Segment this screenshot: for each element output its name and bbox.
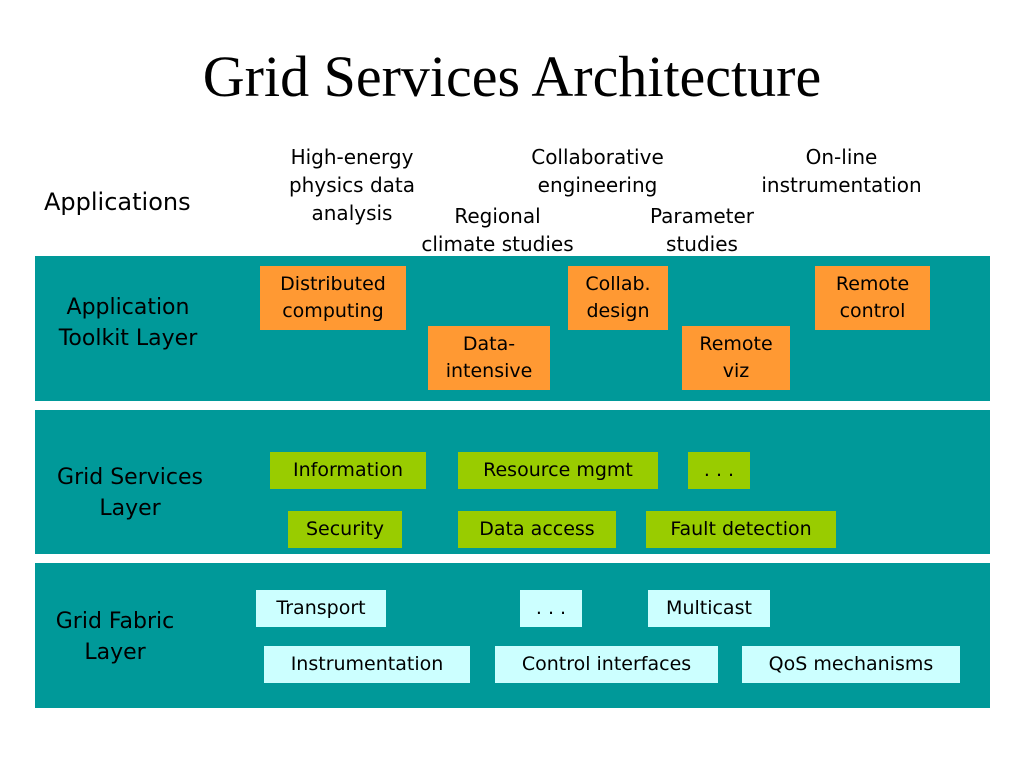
- app-collaborative-engineering: Collaborative engineering: [510, 143, 685, 199]
- app-regional-climate-studies: Regional climate studies: [405, 202, 590, 258]
- services-box-resource-mgmt: Resource mgmt: [458, 452, 658, 489]
- toolkit-box-data-intensive: Data- intensive: [428, 326, 550, 390]
- fabric-box-control-interfaces: Control interfaces: [495, 646, 718, 683]
- fabric-box-multicast: Multicast: [648, 590, 770, 627]
- services-box-fault-detection: Fault detection: [646, 511, 836, 548]
- fabric-box-transport: Transport: [256, 590, 386, 627]
- app-label-text: Regional climate studies: [421, 204, 574, 256]
- app-parameter-studies: Parameter studies: [632, 202, 772, 258]
- toolkit-box-remote-viz: Remote viz: [682, 326, 790, 390]
- app-online-instrumentation: On-line instrumentation: [744, 143, 939, 199]
- applications-label: Applications: [44, 188, 191, 216]
- fabric-layer-band: [35, 563, 990, 708]
- toolkit-box-collab-design: Collab. design: [568, 266, 668, 330]
- app-label-text: High-energy physics data analysis: [288, 145, 415, 225]
- services-box-information: Information: [270, 452, 426, 489]
- app-label-text: Collaborative engineering: [531, 145, 664, 197]
- toolkit-box-distributed-computing: Distributed computing: [260, 266, 406, 330]
- services-box-ellipsis: . . .: [688, 452, 750, 489]
- app-label-text: Parameter studies: [649, 204, 755, 256]
- services-box-security: Security: [288, 511, 402, 548]
- app-label-text: On-line instrumentation: [761, 145, 922, 197]
- toolkit-box-remote-control: Remote control: [815, 266, 930, 330]
- fabric-box-ellipsis: . . .: [520, 590, 582, 627]
- fabric-box-qos-mechanisms: QoS mechanisms: [742, 646, 960, 683]
- toolkit-layer-label: Application Toolkit Layer: [58, 295, 198, 351]
- services-box-data-access: Data access: [458, 511, 616, 548]
- fabric-box-instrumentation: Instrumentation: [264, 646, 470, 683]
- app-high-energy-physics: High-energy physics data analysis: [272, 143, 432, 227]
- fabric-layer-label: Grid Fabric Layer: [55, 609, 175, 665]
- services-layer-label: Grid Services Layer: [57, 465, 203, 521]
- diagram-title: Grid Services Architecture: [202, 44, 822, 109]
